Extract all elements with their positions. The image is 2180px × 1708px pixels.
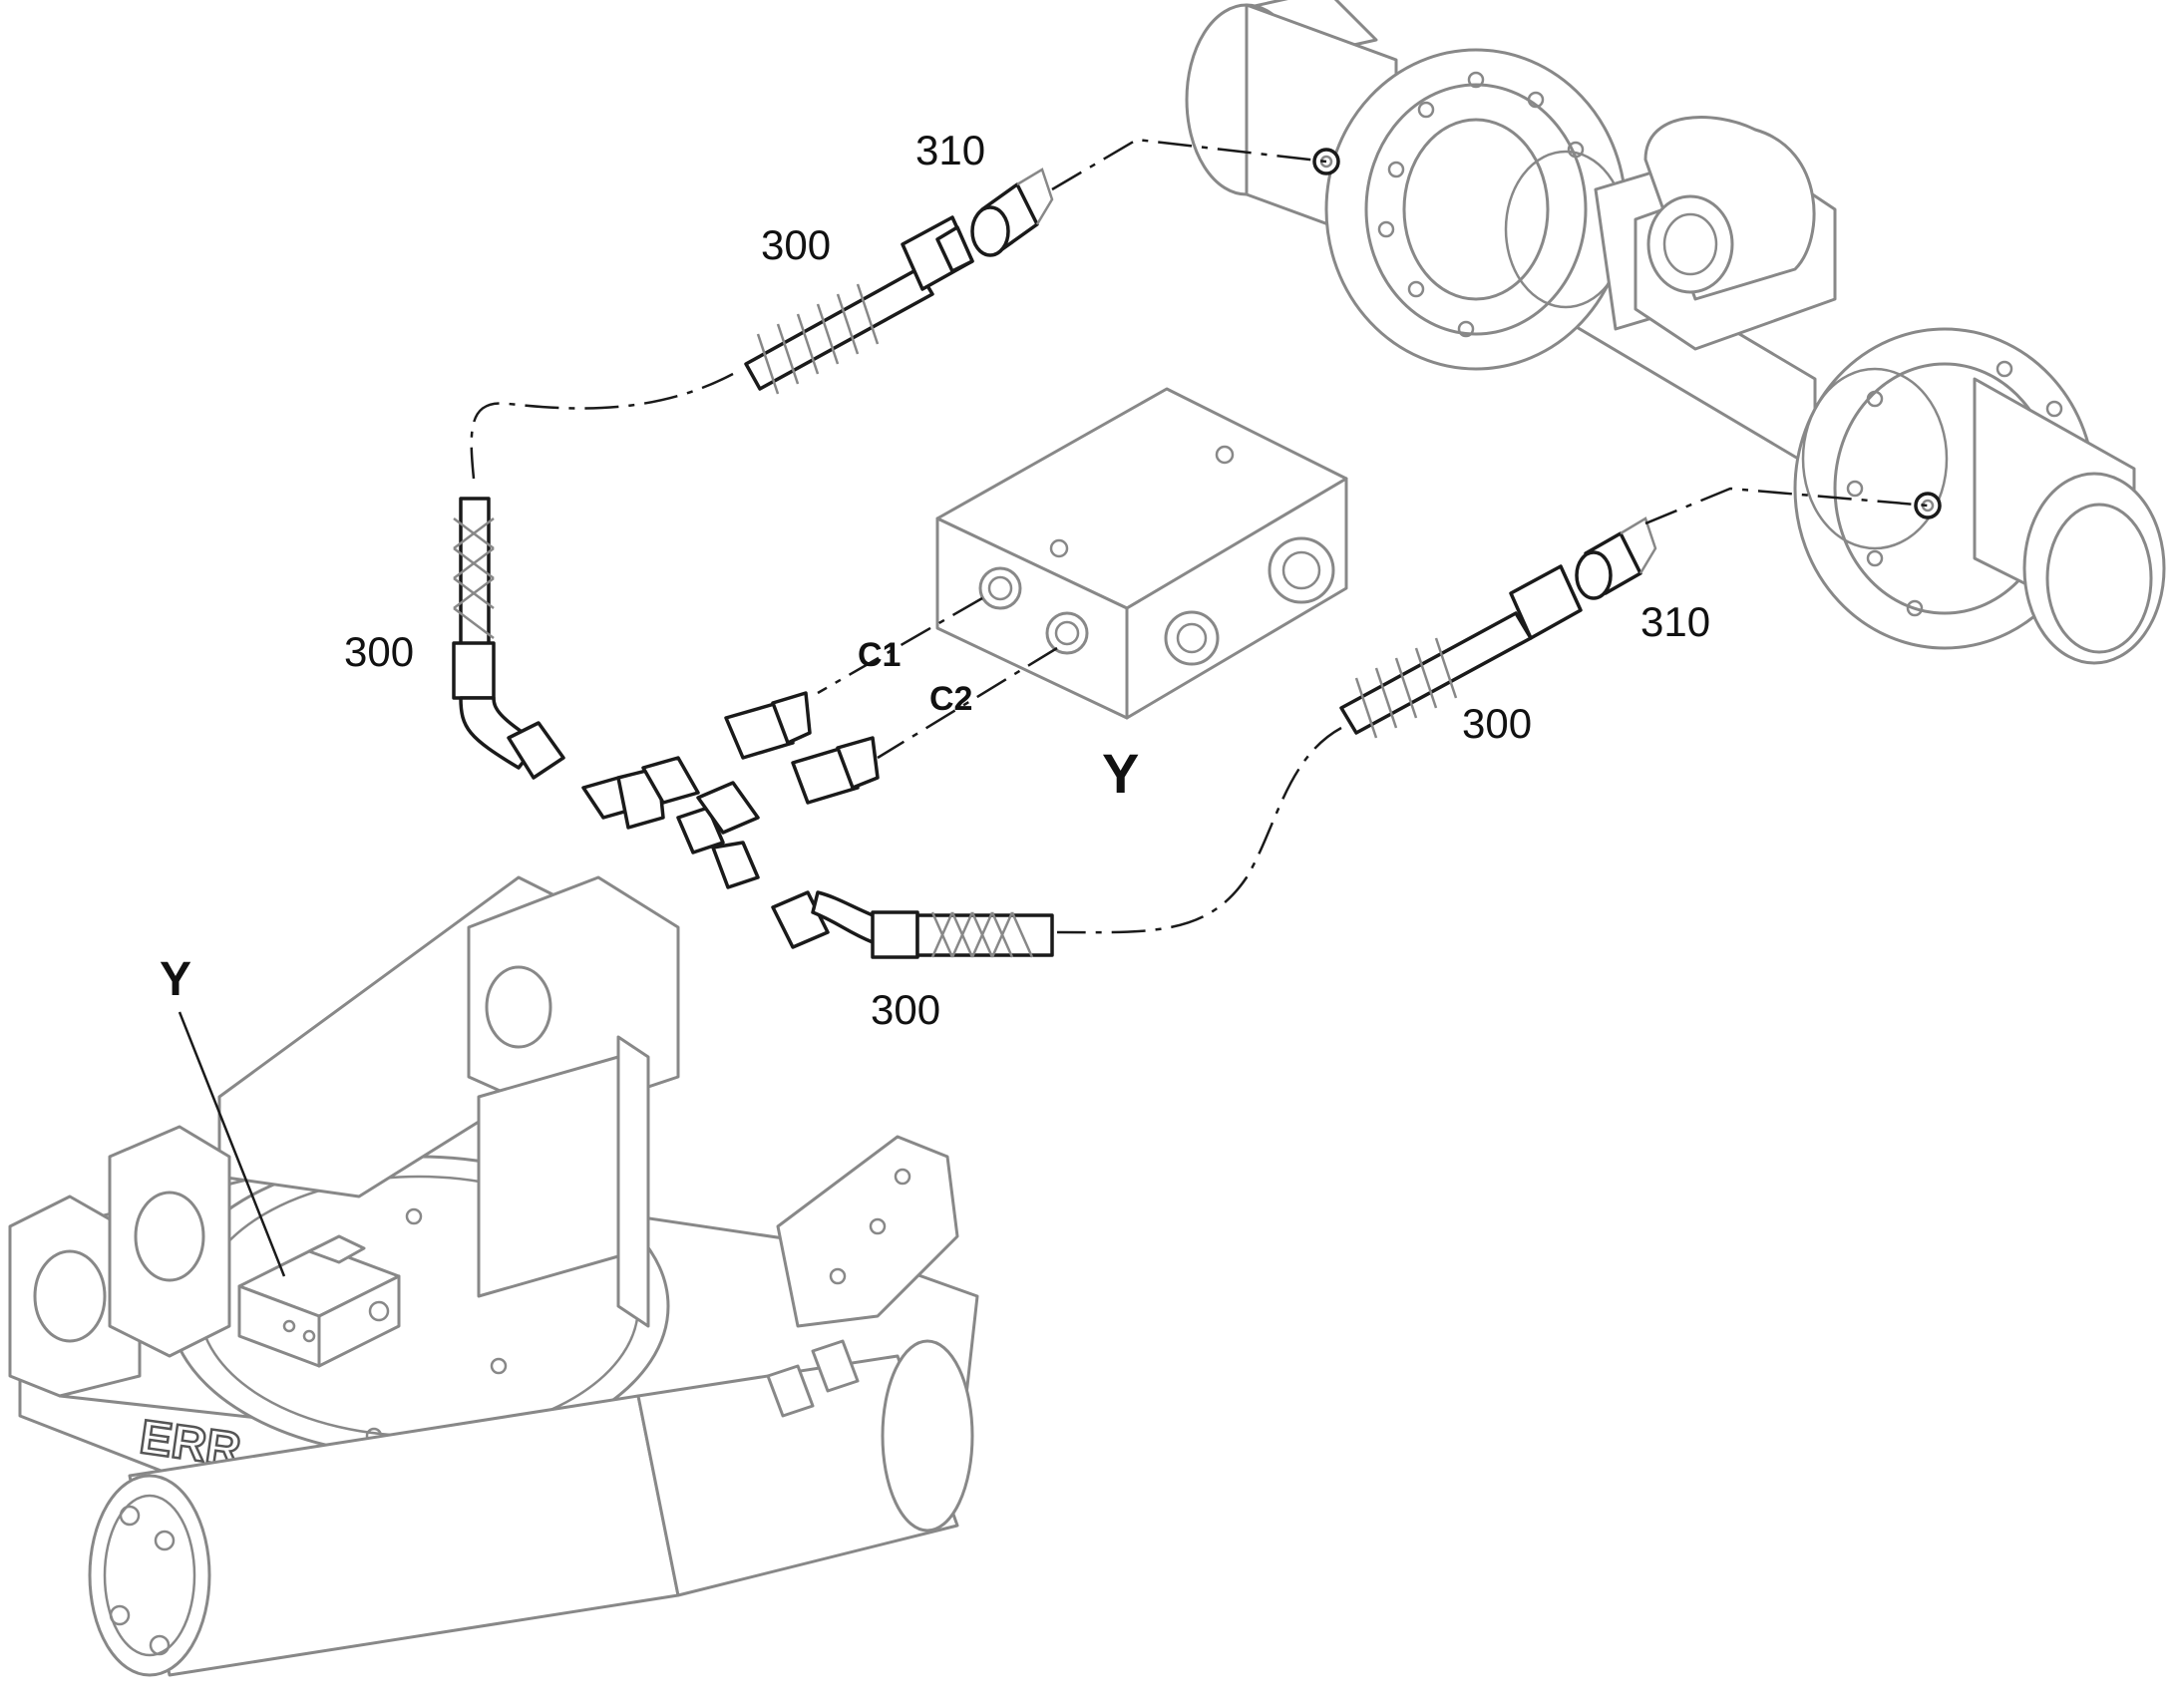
label-310-top: 310 bbox=[915, 127, 985, 173]
pointer-y-frame bbox=[178, 1011, 286, 1277]
fitting-310-right bbox=[1575, 516, 1657, 600]
label-300-left: 300 bbox=[344, 628, 414, 675]
label-y-block: Y bbox=[1102, 742, 1139, 805]
hose-300-left bbox=[452, 497, 565, 780]
label-310-right: 310 bbox=[1640, 598, 1710, 645]
main-frame-assembly: ERR bbox=[8, 875, 979, 1677]
callout-labels: 310 300 300 C1 C2 Y 310 300 300 Y bbox=[160, 127, 1710, 1277]
axle-cylinder-assembly bbox=[1185, 0, 2166, 665]
elbow-fittings-center bbox=[581, 756, 760, 889]
label-y-frame: Y bbox=[160, 953, 191, 1006]
fittings-c1-c2 bbox=[724, 691, 880, 805]
valve-block-y bbox=[935, 387, 1348, 720]
fitting-310-top bbox=[970, 168, 1054, 257]
hose-300-right bbox=[1339, 564, 1583, 739]
label-c1: C1 bbox=[858, 636, 901, 674]
hose-300-top bbox=[744, 215, 974, 395]
label-300-right: 300 bbox=[1462, 700, 1532, 747]
label-c2: C2 bbox=[929, 680, 972, 718]
connection-leaders bbox=[470, 138, 1929, 934]
label-300-bottom: 300 bbox=[871, 986, 940, 1033]
label-300-top: 300 bbox=[761, 221, 831, 268]
hose-300-bottom bbox=[771, 890, 1054, 959]
